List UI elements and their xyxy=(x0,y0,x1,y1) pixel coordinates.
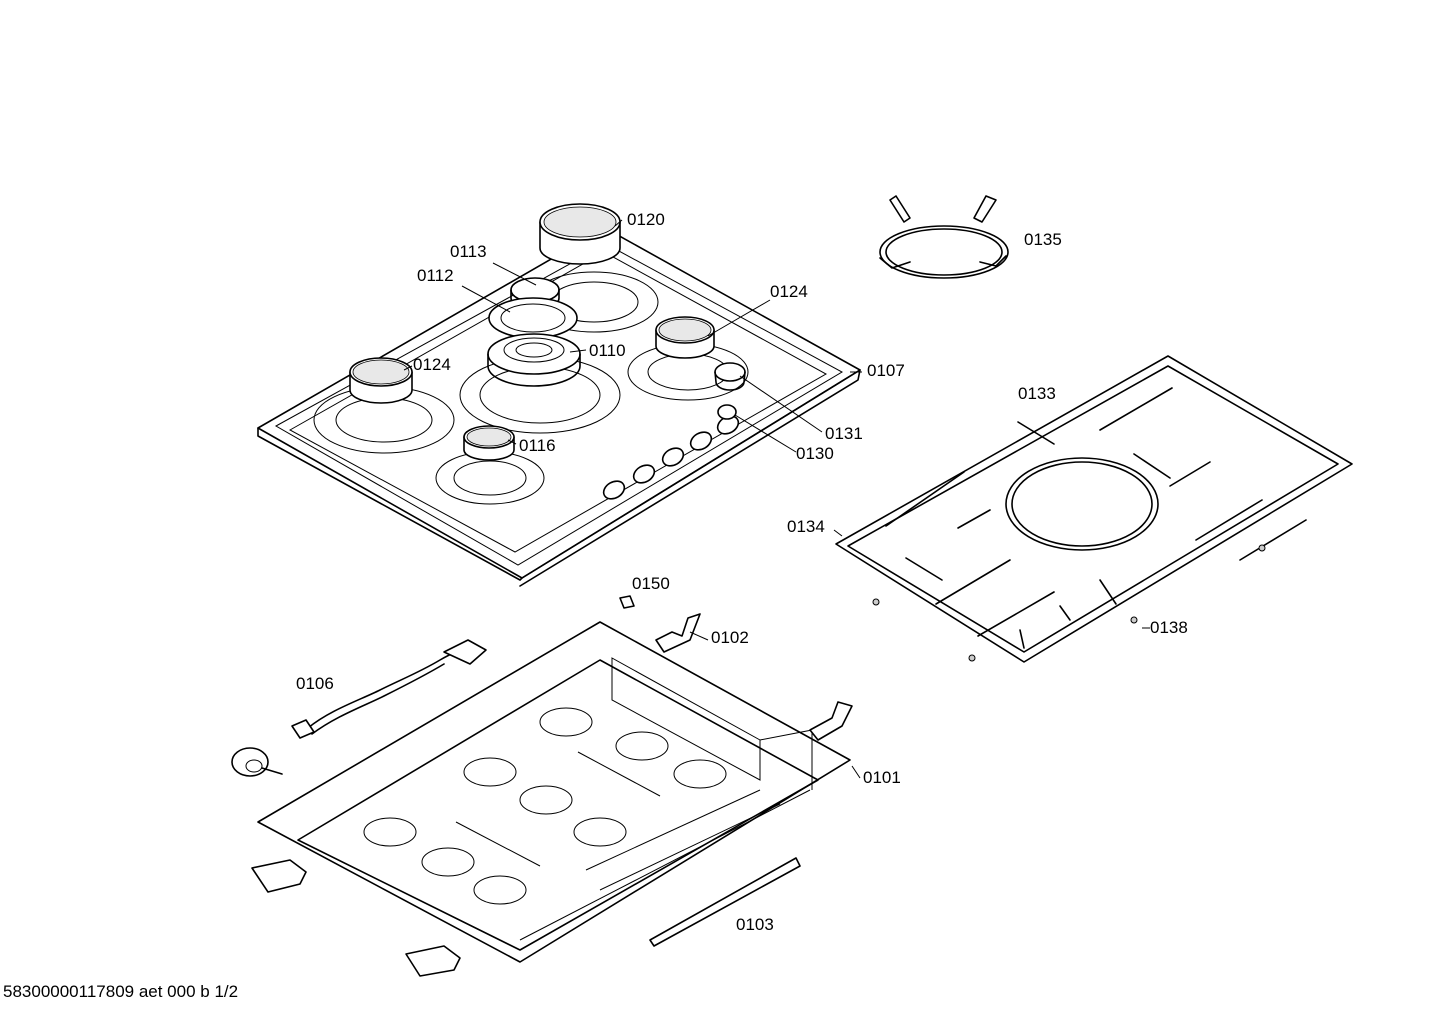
clip-0150 xyxy=(619,595,635,609)
label-0134: 0134 xyxy=(787,517,825,536)
label-0112: 0112 xyxy=(417,266,454,285)
leader-lines-top xyxy=(403,219,862,453)
seal-strip-0103 xyxy=(649,857,801,947)
leader-lines-lower xyxy=(689,529,861,779)
wok-ring-0135 xyxy=(879,195,1009,279)
label-0101: 0101 xyxy=(863,768,901,787)
wok-burner-assembly xyxy=(487,277,581,387)
label-0110: 0110 xyxy=(589,341,626,360)
connector-left xyxy=(231,747,283,777)
label-0106: 0106 xyxy=(296,674,334,693)
label-0116: 0116 xyxy=(519,436,556,455)
label-0130: 0130 xyxy=(796,444,834,463)
document-footer-id: 58300000117809 aet 000 b 1/2 xyxy=(3,982,239,1001)
power-cable-0106 xyxy=(291,639,487,739)
bracket-0102 xyxy=(655,613,853,741)
burner-cap-0124-right xyxy=(655,316,715,359)
base-tray-0101 xyxy=(257,621,851,963)
label-0124-left: 0124 xyxy=(413,355,451,374)
pan-support-grid xyxy=(835,355,1353,663)
label-0107: 0107 xyxy=(867,361,905,380)
label-0135: 0135 xyxy=(1024,230,1062,249)
feet xyxy=(251,859,461,977)
label-0103: 0103 xyxy=(736,915,774,934)
label-0120: 0120 xyxy=(627,210,665,229)
knob-0131 xyxy=(714,362,746,391)
label-0124-right: 0124 xyxy=(770,282,808,301)
burner-cap-0120 xyxy=(539,203,621,265)
label-0150: 0150 xyxy=(632,574,670,593)
label-0133: 0133 xyxy=(1018,384,1056,403)
label-0138: 0138 xyxy=(1150,618,1188,637)
knob-0130 xyxy=(717,404,737,420)
label-0131: 0131 xyxy=(825,424,863,443)
burner-cap-0116 xyxy=(463,425,515,461)
burner-cap-0124-left xyxy=(349,357,413,404)
label-0102: 0102 xyxy=(711,628,749,647)
label-0113: 0113 xyxy=(450,242,487,261)
